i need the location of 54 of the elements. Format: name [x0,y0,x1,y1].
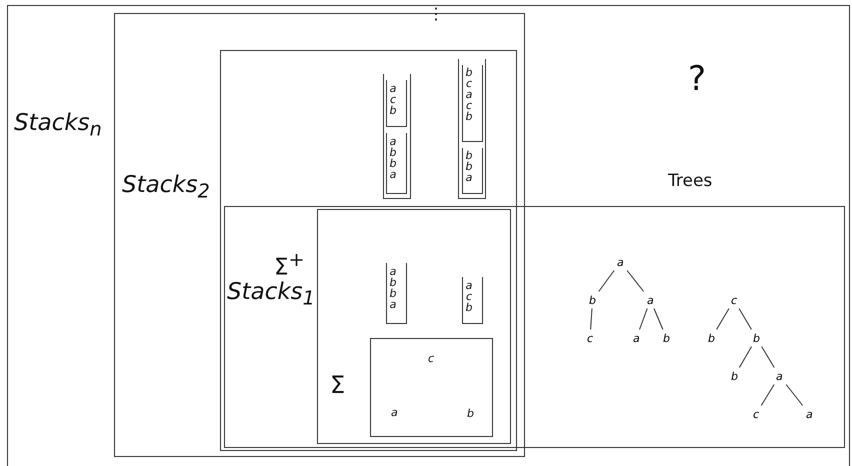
question-mark: ? [688,62,706,96]
outer-frame [7,5,850,466]
tree-edge [738,308,752,330]
inner-frame [220,50,517,451]
tree-edge [590,308,592,330]
tree-edge [626,270,644,292]
stack-letters: a c b [389,83,397,116]
tree-edge [598,270,615,292]
tree-node-label: b [584,292,601,308]
region-frame [114,13,525,457]
tree-edge [653,308,664,330]
stack [462,277,483,324]
tree-node-label: a [612,254,629,270]
stack [386,263,407,324]
stack [462,148,483,194]
stack-letters: a b b a [389,136,397,180]
letter: a [391,407,398,418]
stack-letters: a b b a [389,266,397,310]
tree-edge [716,308,730,330]
tree-node-label: a [801,406,818,422]
stack [386,80,407,127]
tree-node-label: c [726,292,742,308]
tree-node-label: c [582,330,598,346]
tree-node-label: c [748,406,764,422]
tree-node-label: b [748,330,765,346]
stack-container [383,74,411,199]
stack-letters: b b a [465,150,473,183]
stack [386,133,407,194]
tree-node-label: a [628,330,645,346]
stack [462,65,483,142]
letter: b [467,408,474,419]
tree-node-label: b [658,330,675,346]
tree-node-label: a [771,368,788,384]
tree-node-label: a [642,292,659,308]
set-symbol: Σ$^{+}$ [274,250,305,280]
tree-node-label: b [703,330,720,346]
tree-edge [738,346,752,368]
set-name: Stacks$_{1}$ [227,281,315,308]
stack-container [458,59,486,199]
stack-letters: b c a c b [465,67,473,122]
tree-edge [639,308,648,330]
set-name: Trees [668,173,712,190]
tree-node-label: b [726,368,743,384]
set-name: Stacks$_{2}$ [122,174,210,201]
tree-edge [786,384,804,406]
letter: c [428,353,434,364]
ellipsis-mark: ⋮ [428,6,444,22]
alphabet-frame [370,338,493,437]
tree-edge [760,384,775,406]
tree-edge [761,346,775,368]
set-frame [317,209,511,444]
set-symbol: Σ [330,373,346,397]
set-name: Stacks$_{n}$ [14,112,102,139]
stack-letters: a c b [465,280,473,313]
